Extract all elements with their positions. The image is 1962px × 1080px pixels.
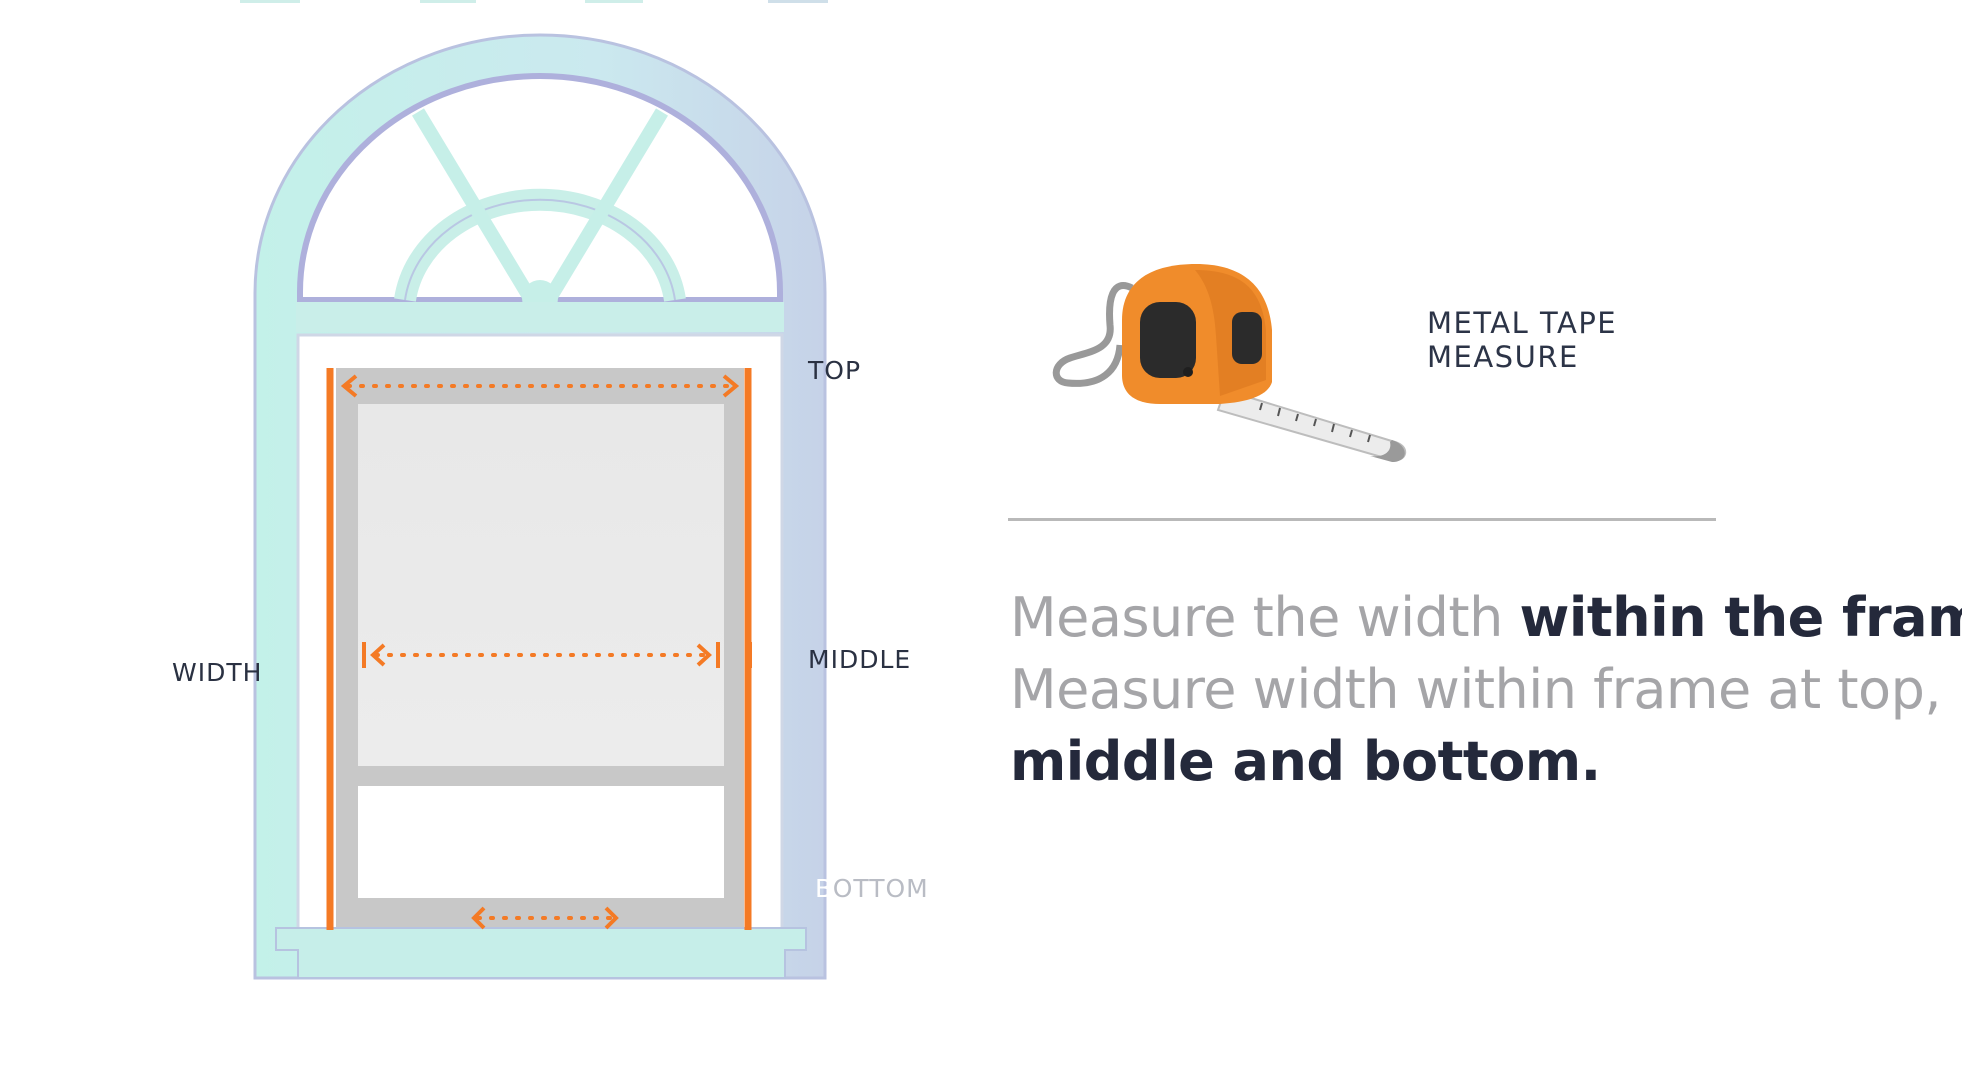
measurement-guides [326,368,752,930]
instruction-line-1: Measure the width within the frame. [1010,582,1962,654]
tape-measure-label-line1: METAL TAPE [1427,306,1618,340]
instruction-line-1-strong: within the frame. [1519,586,1962,649]
instruction-line-3: middle and bottom. [1010,730,1601,793]
tape-measure-label: METAL TAPE MEASURE [1427,306,1617,374]
window-opening [275,333,807,979]
width-label: WIDTH [172,658,263,687]
bottom-label-text: OTTOM [832,874,929,903]
bottom-label-hidden-letter: B [815,874,833,903]
top-edge-fragments [240,0,828,3]
instruction-text: Measure the width within the frame. Meas… [1010,582,1962,798]
section-divider [1008,518,1716,521]
bottom-label: BOTTOM [815,874,929,903]
instruction-line-2: Measure width within frame at top, [1010,658,1942,721]
instruction-line-1-light: Measure the width [1010,586,1520,649]
top-label: TOP [808,356,862,385]
tape-measure-icon [1052,264,1407,462]
tape-measure-label-line2: MEASURE [1427,340,1579,374]
middle-label: MIDDLE [808,645,912,674]
